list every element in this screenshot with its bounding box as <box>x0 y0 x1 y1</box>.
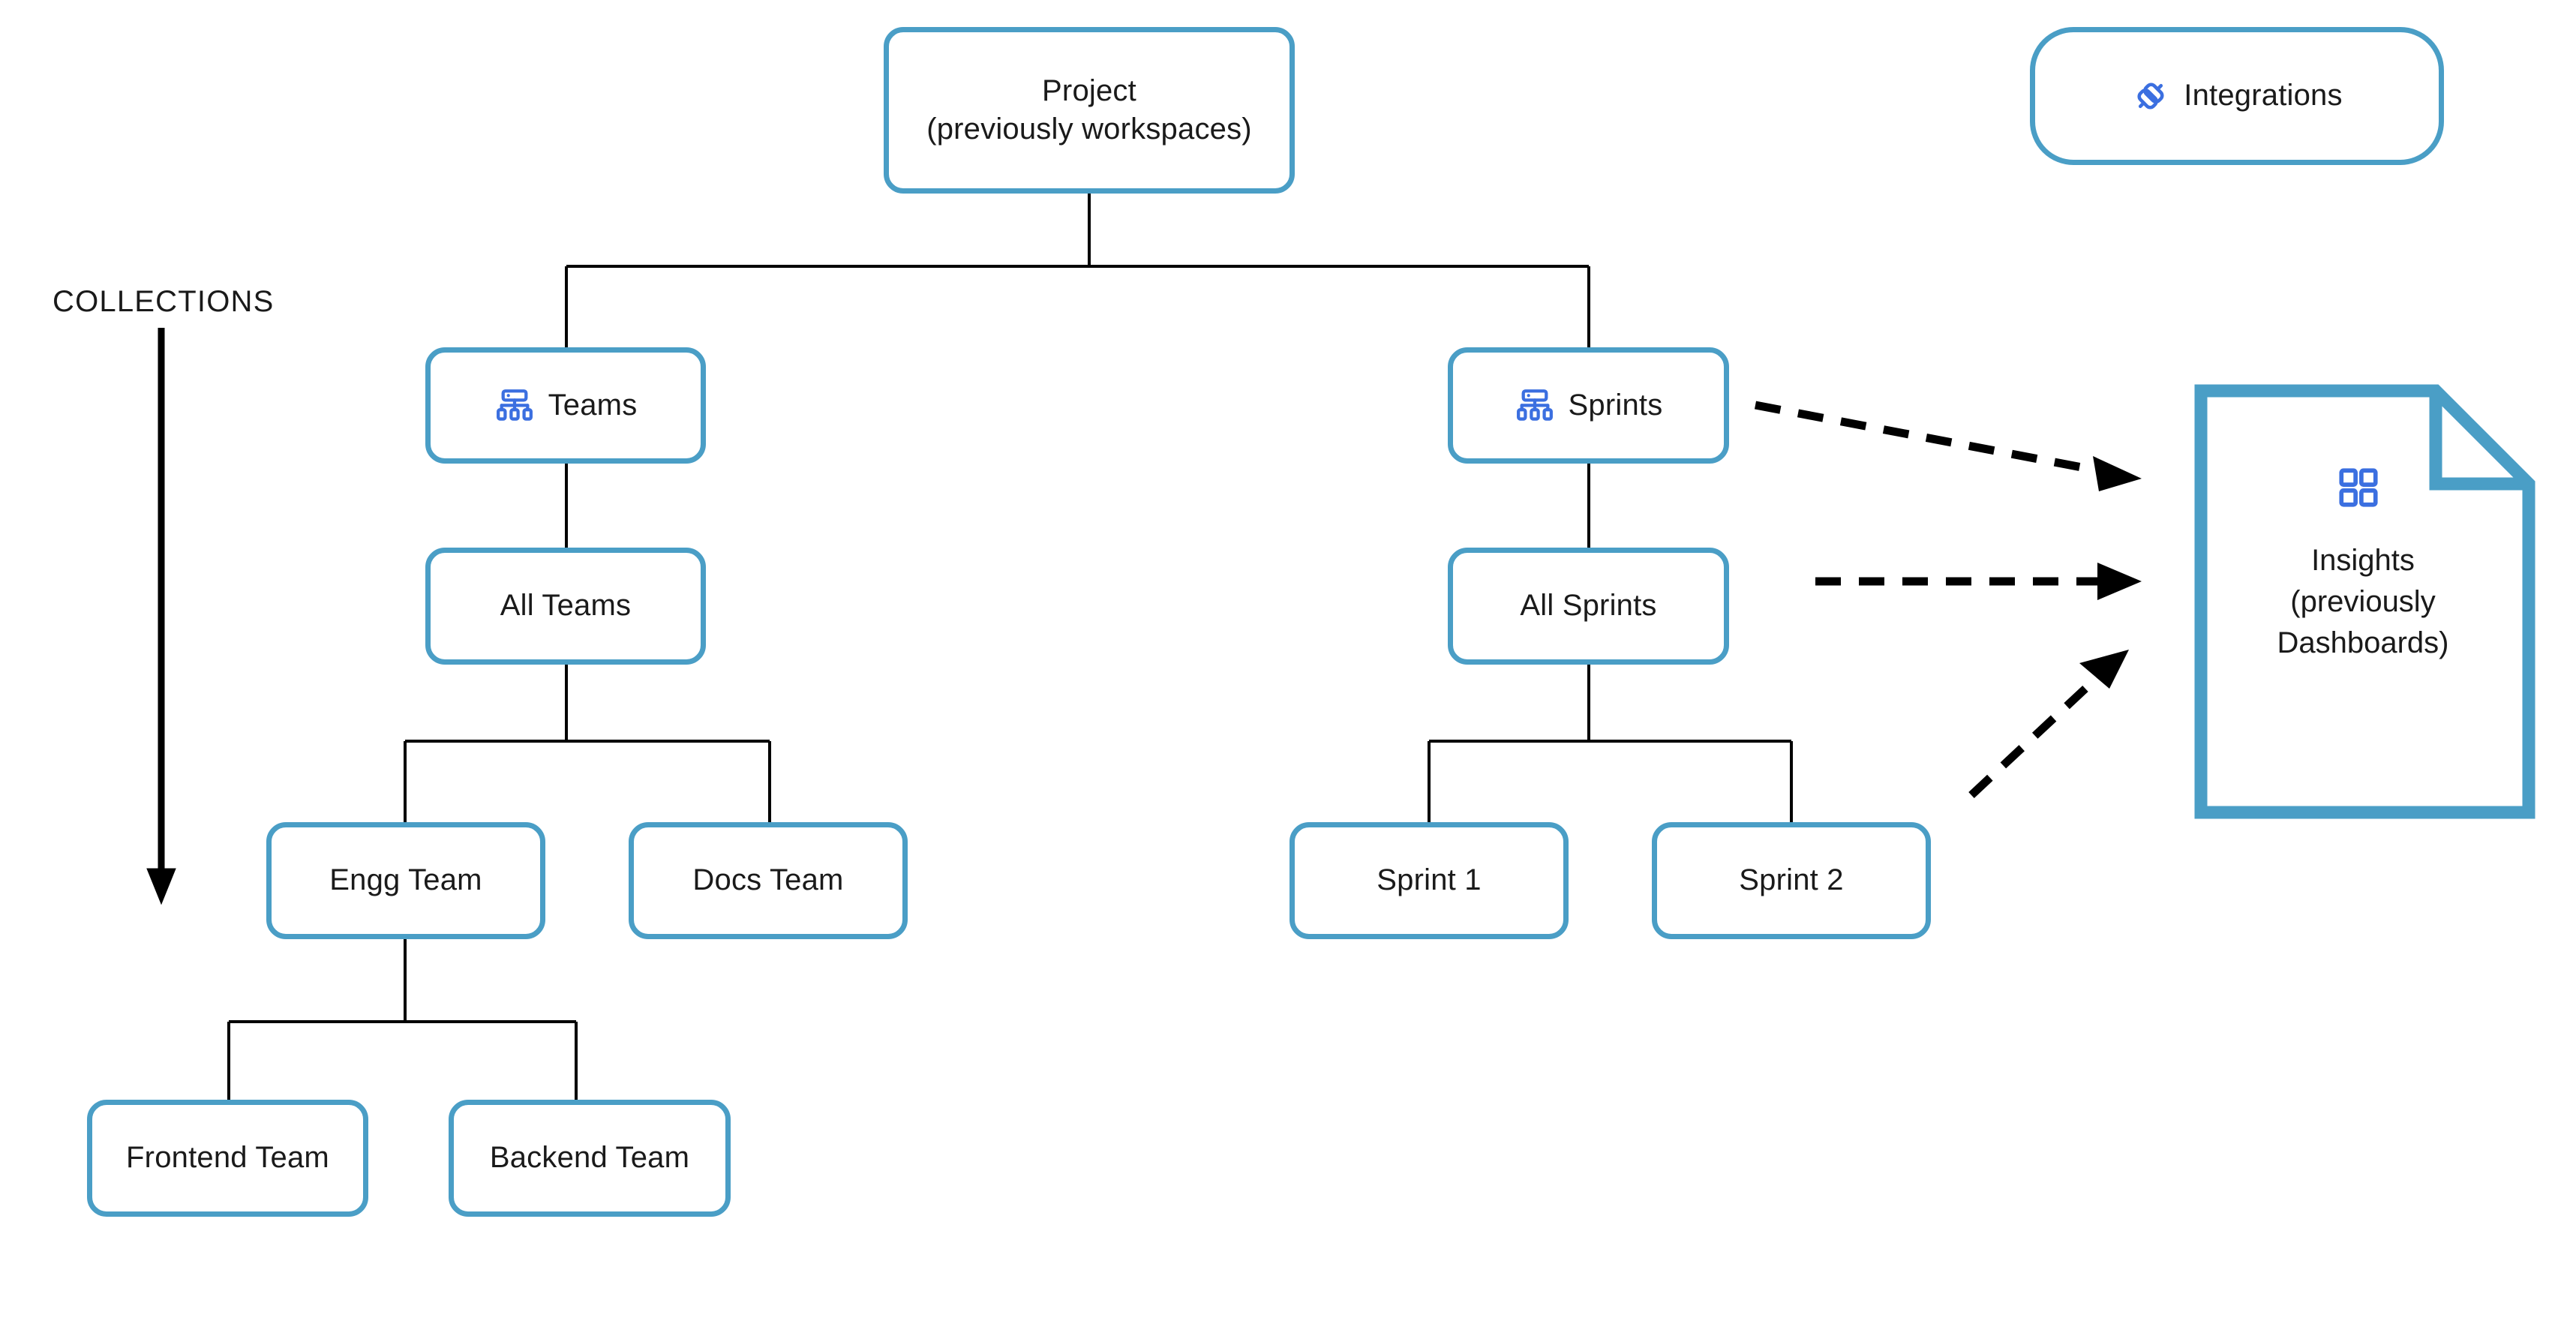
node-teams[interactable]: Teams <box>425 347 706 464</box>
node-sprint-2[interactable]: Sprint 2 <box>1652 822 1931 939</box>
node-all-teams-label: All Teams <box>500 589 632 623</box>
node-backend-team-label: Backend Team <box>489 1141 690 1175</box>
node-engg-team-label: Engg Team <box>329 863 482 897</box>
node-all-sprints[interactable]: All Sprints <box>1448 548 1729 665</box>
node-teams-label: Teams <box>548 388 638 422</box>
node-sprints-label: Sprints <box>1568 388 1663 422</box>
dashed-arrow-sprints <box>1754 401 2111 477</box>
dashed-arrow-heads <box>2079 456 2142 689</box>
node-integrations[interactable]: Integrations <box>2030 27 2444 165</box>
node-frontend-team-label: Frontend Team <box>126 1141 329 1175</box>
hierarchy-icon <box>1515 386 1555 426</box>
hierarchy-icon <box>494 386 535 426</box>
node-project[interactable]: Project (previously workspaces) <box>884 27 1295 194</box>
node-sprint-2-label: Sprint 2 <box>1739 863 1844 897</box>
node-insights-label: Insights (previously Dashboards) <box>2277 544 2449 660</box>
plug-connector-icon <box>2131 77 2170 116</box>
collections-caption: COLLECTIONS <box>53 285 275 318</box>
dashed-arrow-sprint-area <box>1968 662 2112 799</box>
node-docs-team[interactable]: Docs Team <box>629 822 908 939</box>
node-insights[interactable] <box>2194 384 2535 819</box>
node-docs-team-label: Docs Team <box>692 863 844 897</box>
node-project-label: Project (previously workspaces) <box>926 74 1252 146</box>
node-all-sprints-label: All Sprints <box>1520 589 1657 623</box>
node-engg-team[interactable]: Engg Team <box>266 822 545 939</box>
node-sprints[interactable]: Sprints <box>1448 347 1729 464</box>
node-frontend-team[interactable]: Frontend Team <box>87 1100 368 1217</box>
node-integrations-label: Integrations <box>2184 79 2343 113</box>
node-sprint-1[interactable]: Sprint 1 <box>1290 822 1569 939</box>
collections-arrow <box>146 328 176 905</box>
node-backend-team[interactable]: Backend Team <box>449 1100 731 1217</box>
node-all-teams[interactable]: All Teams <box>425 548 706 665</box>
node-sprint-1-label: Sprint 1 <box>1377 863 1482 897</box>
grid-dashboard-icon <box>2335 464 2382 511</box>
